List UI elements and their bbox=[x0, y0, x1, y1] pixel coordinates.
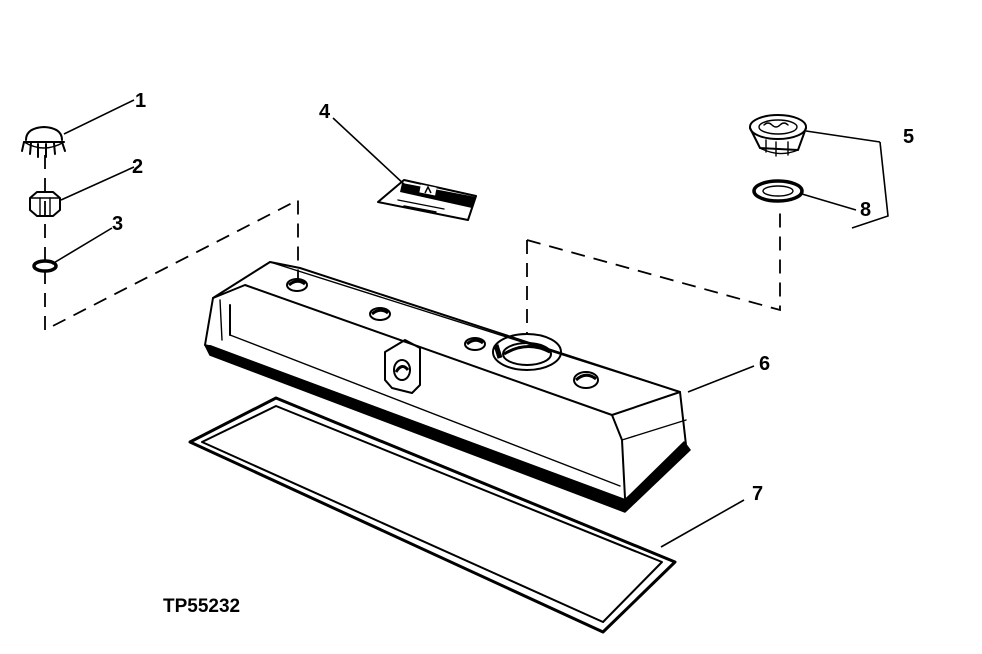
callout-7-label: 7 bbox=[752, 483, 763, 505]
callout-8-label: 8 bbox=[860, 199, 871, 221]
callout-1-label: 1 bbox=[135, 90, 146, 112]
callout-4-label: 4 bbox=[319, 101, 331, 123]
part-8-seal-ring bbox=[752, 179, 804, 203]
callout-labels: 1 2 3 4 5 6 7 8 bbox=[112, 90, 914, 505]
part-2-nut bbox=[29, 191, 61, 217]
part-4-decal bbox=[377, 179, 477, 221]
figure-id: TP55232 bbox=[163, 596, 240, 617]
callout-3-label: 3 bbox=[112, 213, 123, 235]
part-5-filler-cap bbox=[749, 114, 807, 157]
leader-lines bbox=[51, 99, 889, 548]
part-3-washer bbox=[32, 259, 58, 273]
part-1-cap bbox=[21, 126, 66, 158]
callout-6-label: 6 bbox=[759, 353, 770, 375]
callout-2-label: 2 bbox=[132, 156, 143, 178]
assembly-dashed-lines bbox=[44, 155, 781, 335]
callout-5-label: 5 bbox=[903, 126, 914, 148]
part-7-gasket bbox=[188, 396, 677, 634]
part-6-rocker-cover bbox=[204, 261, 691, 513]
